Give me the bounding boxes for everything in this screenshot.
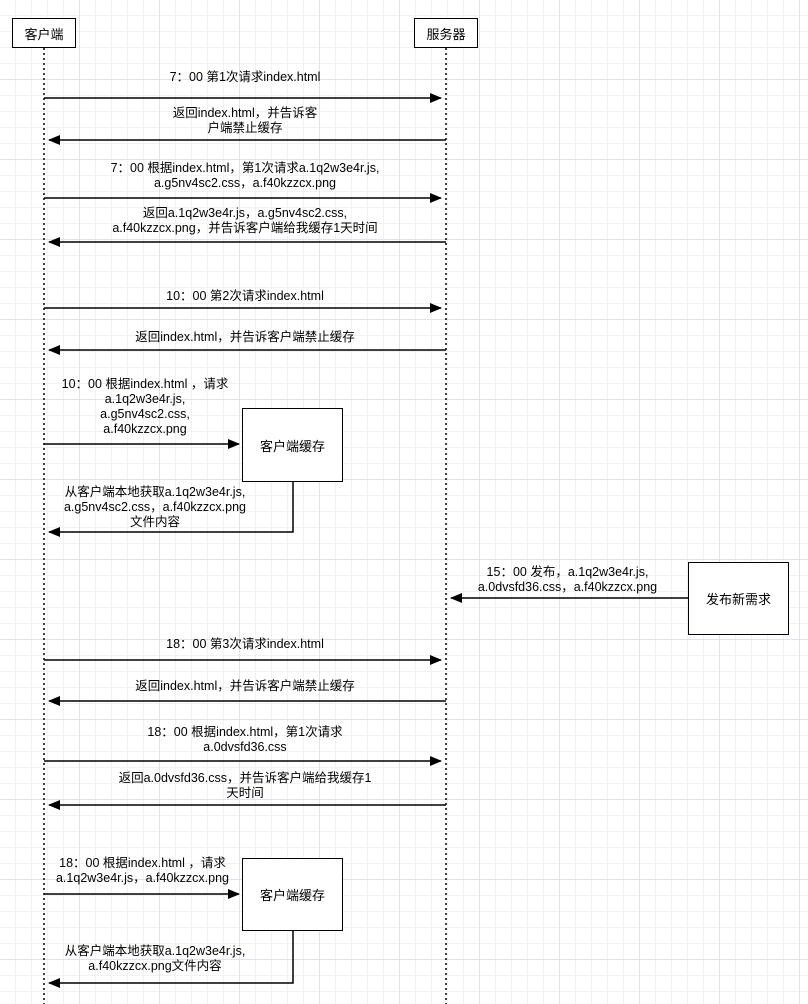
message-label: 15：00 发布，a.1q2w3e4r.js, a.0dvsfd36.css，a…	[477, 565, 658, 594]
client-cache-box-1: 客户端缓存	[242, 408, 343, 482]
release-box: 发布新需求	[688, 562, 789, 635]
message-label: 返回index.html，并告诉客户端禁止缓存	[135, 679, 355, 693]
message-label: 从客户端本地获取a.1q2w3e4r.js, a.g5nv4sc2.css，a.…	[63, 485, 247, 529]
message-label: 从客户端本地获取a.1q2w3e4r.js, a.f40kzzcx.png文件内…	[64, 944, 246, 973]
message-label: 10：00 第2次请求index.html	[166, 289, 324, 303]
message-label: 10：00 根据index.html ，请求 a.1q2w3e4r.js, a.…	[61, 377, 229, 436]
client-cache-box-2: 客户端缓存	[242, 858, 343, 931]
message-label: 返回a.1q2w3e4r.js，a.g5nv4sc2.css, a.f40kzz…	[112, 206, 378, 235]
participant-server: 服务器	[414, 18, 478, 48]
arrow-cache-response-1	[48, 482, 294, 537]
message-label: 18：00 根据index.html ，请求 a.1q2w3e4r.js，a.f…	[55, 856, 230, 885]
message-label: 18：00 第3次请求index.html	[166, 637, 324, 651]
message-label: 7：00 第1次请求index.html	[169, 70, 321, 84]
participant-client: 客户端	[12, 18, 76, 48]
message-label: 返回index.html，并告诉客户端禁止缓存	[135, 330, 355, 344]
message-label: 返回a.0dvsfd36.css，并告诉客户端给我缓存1 天时间	[118, 771, 372, 800]
arrow-cache-response-2	[48, 931, 294, 988]
message-label: 7：00 根据index.html，第1次请求a.1q2w3e4r.js, a.…	[110, 161, 380, 190]
message-label: 18：00 根据index.html，第1次请求 a.0dvsfd36.css	[147, 725, 343, 754]
message-label: 返回index.html，并告诉客 户端禁止缓存	[172, 106, 318, 135]
